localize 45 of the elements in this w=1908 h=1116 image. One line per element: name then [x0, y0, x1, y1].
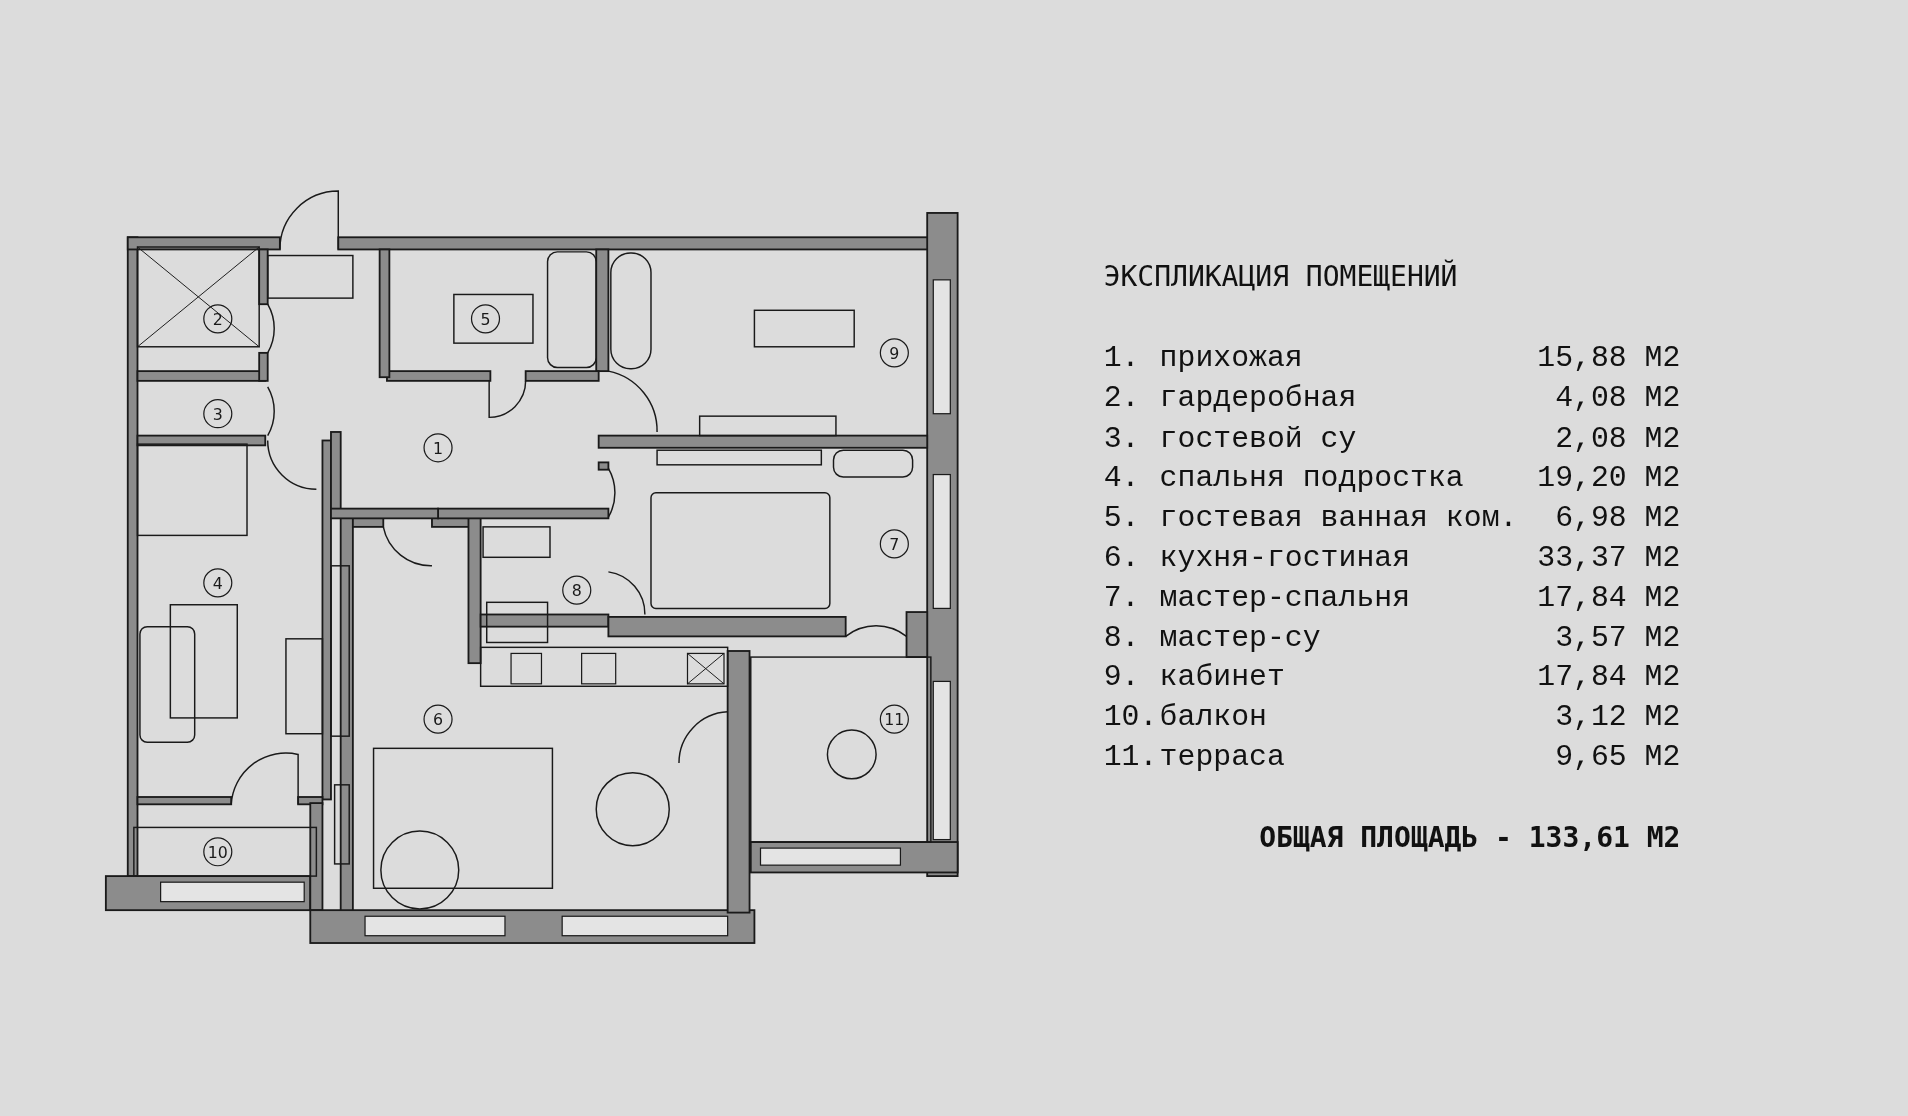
- row-number: 6.: [1103, 543, 1140, 574]
- row-number: 3.: [1103, 424, 1140, 454]
- room-area: 17,84 М2: [1537, 663, 1681, 694]
- row-number: 11.: [1103, 743, 1158, 774]
- row-number: 1.: [1103, 344, 1140, 375]
- callout-number: 1: [423, 433, 453, 463]
- room-area: 4,08 М2: [1555, 384, 1681, 415]
- room-area: 6,98 М2: [1555, 504, 1681, 534]
- callout-number: 11: [879, 704, 909, 734]
- callout-number: 7: [879, 529, 909, 559]
- callout-number: 2: [203, 304, 233, 334]
- row-number: 9.: [1103, 663, 1140, 694]
- room-name: гардеробная: [1159, 384, 1357, 415]
- room-name: кухня-гостиная: [1159, 543, 1411, 574]
- room-name: прихожая: [1159, 344, 1303, 375]
- callout-number: 10: [203, 837, 233, 867]
- total-area: ОБЩАЯ ПЛОЩАДЬ - 133,61 М2: [1259, 823, 1681, 852]
- callout-number: 5: [470, 304, 501, 334]
- room-area: 3,57 М2: [1555, 623, 1681, 654]
- row-number: 4.: [1103, 464, 1140, 494]
- row-number: 5.: [1103, 504, 1140, 534]
- room-area: 15,88 М2: [1537, 344, 1681, 375]
- callout-number: 8: [562, 575, 592, 605]
- room-area: 3,12 М2: [1555, 703, 1681, 734]
- room-name: кабинет: [1159, 663, 1285, 694]
- row-number: 2.: [1103, 384, 1140, 415]
- room-area: 2,08 М2: [1555, 424, 1681, 454]
- callout-number: 3: [203, 399, 233, 429]
- room-name: гостевой су: [1159, 424, 1357, 454]
- room-name: спальня подростка: [1159, 464, 1464, 494]
- room-name: гостевая ванная ком.: [1159, 504, 1518, 534]
- row-number: 10.: [1103, 703, 1158, 734]
- room-name: терраса: [1159, 743, 1285, 774]
- callout-number: 9: [879, 338, 909, 368]
- room-name: мастер-спальня: [1159, 583, 1411, 614]
- row-number: 7.: [1103, 583, 1140, 614]
- room-area: 19,20 М2: [1537, 464, 1681, 494]
- row-number: 8.: [1103, 623, 1140, 654]
- room-area: 17,84 М2: [1537, 583, 1681, 614]
- callout-number: 6: [423, 704, 453, 734]
- callout-number: 4: [203, 568, 233, 598]
- room-area: 33,37 М2: [1537, 543, 1681, 574]
- room-area: 9,65 М2: [1555, 743, 1681, 774]
- room-name: балкон: [1159, 703, 1267, 734]
- room-name: мастер-су: [1159, 623, 1321, 654]
